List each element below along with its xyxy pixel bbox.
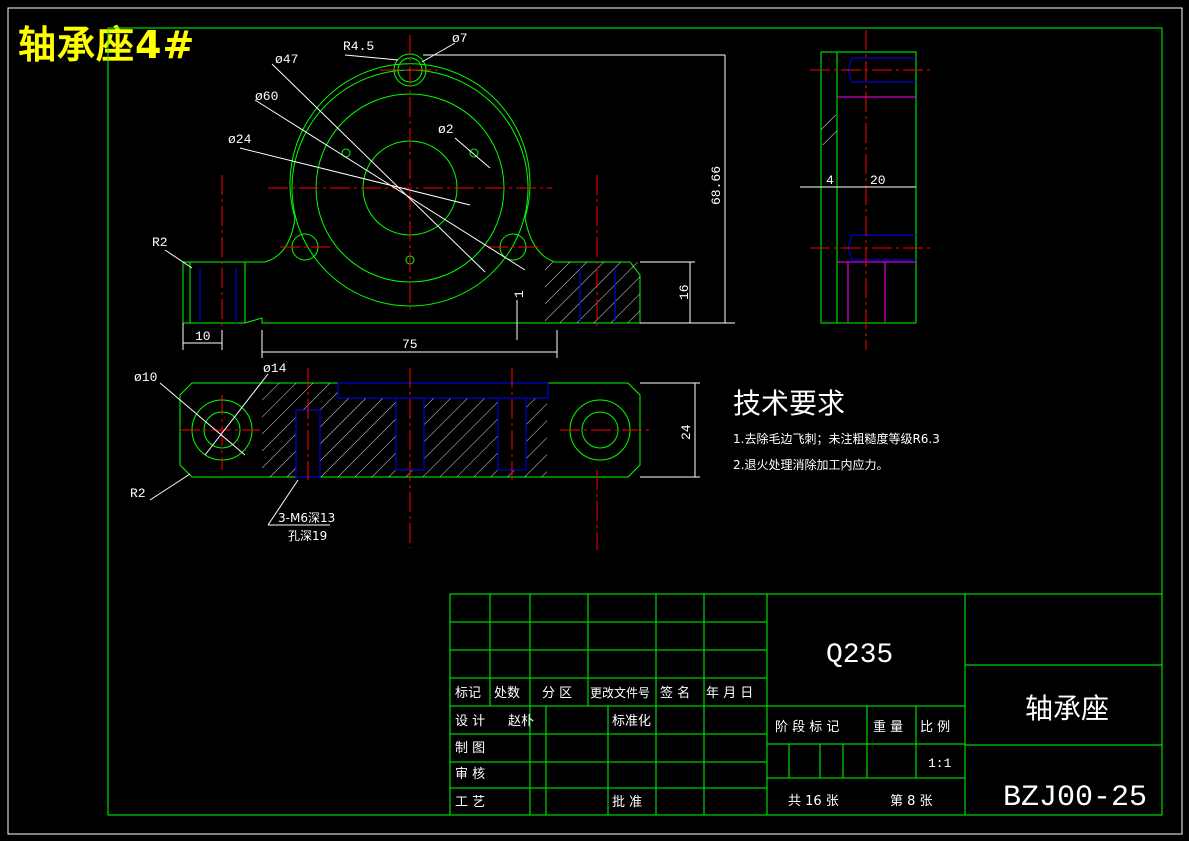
part-name: 轴承座: [1025, 692, 1109, 725]
row-process: 工 艺: [455, 795, 485, 810]
sheets-total: 共 16 张: [788, 794, 839, 809]
row-standardization: 标准化: [612, 714, 651, 729]
outer-frame: [7, 7, 1183, 835]
dim-d60: ø60: [255, 89, 278, 104]
row-check: 审 核: [455, 767, 485, 782]
front-dim-lines: [164, 42, 735, 358]
dim-4: 4: [826, 173, 834, 188]
row-draw: 制 图: [455, 741, 485, 756]
col-change-doc: 更改文件号: [590, 685, 650, 700]
scale-value: 1:1: [928, 756, 952, 771]
dim-d24: ø24: [228, 132, 252, 147]
dim-75: 75: [402, 337, 418, 352]
drawing-number: BZJ00-25: [1003, 781, 1147, 815]
dim-16: 16: [677, 284, 692, 300]
left-foot-hatch: [545, 262, 640, 323]
col-zone: 分 区: [542, 686, 572, 701]
dim-20: 20: [870, 173, 886, 188]
dim-d47: ø47: [275, 52, 298, 67]
drawing-title: 轴承座4#: [18, 23, 196, 67]
dim-24: 24: [679, 424, 694, 440]
scale-label: 比 例: [920, 720, 950, 735]
hole-depth-note: 孔深19: [288, 529, 327, 543]
title-block-texts: Q235 轴承座 BZJ00-25 标记 处数 分 区 更改文件号 签 名 年 …: [455, 640, 1147, 815]
dim-r45: R4.5: [343, 39, 374, 54]
dim-6866: 68.66: [709, 166, 724, 205]
side-view-centerlines: [810, 30, 930, 350]
weight-label: 重 量: [873, 719, 903, 735]
dim-d14: ø14: [263, 361, 287, 376]
side-view-hatch: [821, 115, 837, 145]
front-hidden-lines: [199, 268, 616, 323]
tech-req-title: 技术要求: [733, 387, 845, 420]
designer-name: 赵朴: [508, 714, 534, 729]
technical-requirements: 技术要求 1.去除毛边飞刺；未注粗糙度等级R6.3 2.退火处理消除加工内应力。: [733, 387, 940, 472]
material: Q235: [826, 640, 893, 671]
stage-label: 阶 段 标 记: [775, 720, 839, 735]
sheet-number: 第 8 张: [890, 794, 933, 809]
col-mark: 标记: [455, 686, 481, 701]
side-view-details: [847, 57, 916, 261]
dim-10: 10: [195, 329, 211, 344]
dim-1: 1: [512, 290, 527, 298]
dim-d7: ø7: [452, 31, 468, 46]
top-view-centerlines: [180, 368, 650, 550]
dimension-texts: R4.5 ø7 ø47 ø60 ø24 ø2 R2 68.66 16 10 1 …: [130, 31, 886, 543]
thread-note: 3-M6深13: [278, 511, 335, 525]
tech-req-item-1: 1.去除毛边飞刺；未注粗糙度等级R6.3: [733, 431, 940, 446]
side-view-magenta: [837, 96, 916, 323]
front-centerlines: [221, 35, 598, 330]
tech-req-item-2: 2.退火处理消除加工内应力。: [733, 457, 888, 472]
title-block: [449, 593, 1163, 816]
row-design: 设 计: [455, 714, 485, 729]
dim-d10: ø10: [134, 370, 157, 385]
dim-d2: ø2: [438, 122, 454, 137]
col-count: 处数: [494, 686, 520, 701]
row-approve: 批 准: [612, 795, 642, 810]
col-date: 年 月 日: [706, 686, 753, 701]
col-sign: 签 名: [660, 685, 690, 701]
dim-r2-bottom: R2: [130, 486, 146, 501]
top-view-dim-lines: [149, 373, 700, 526]
dim-r2-top: R2: [152, 235, 168, 250]
